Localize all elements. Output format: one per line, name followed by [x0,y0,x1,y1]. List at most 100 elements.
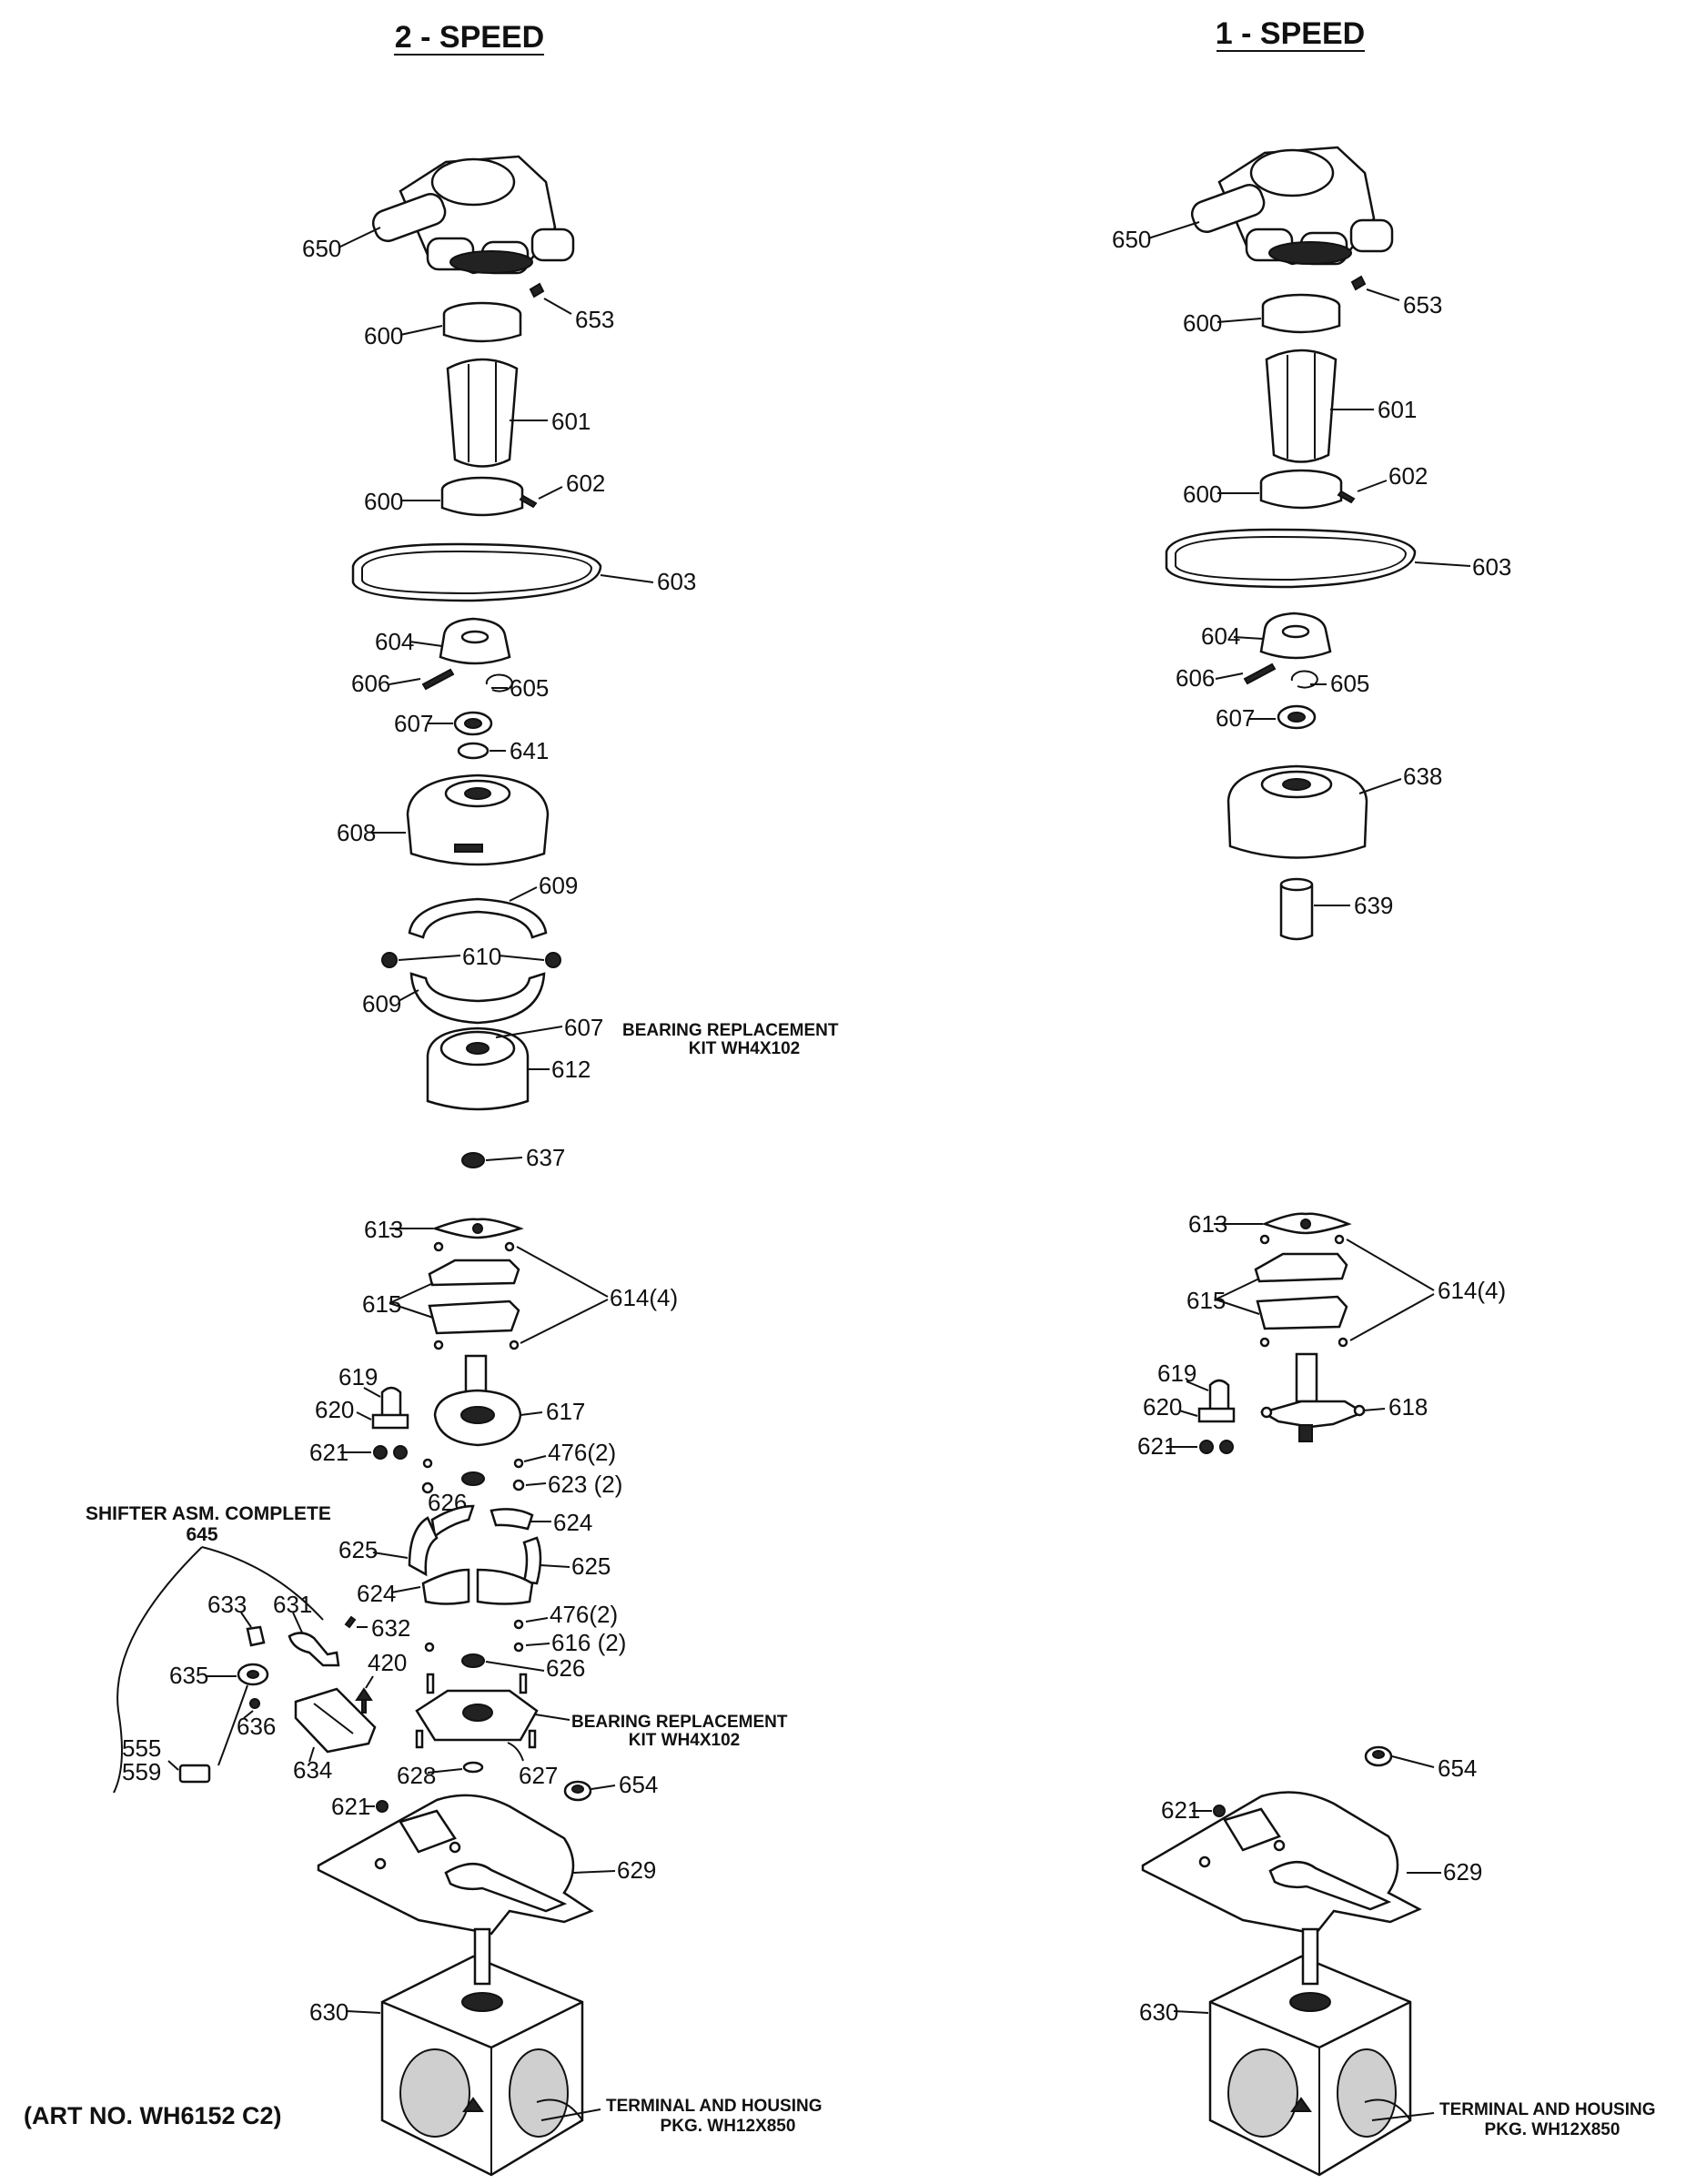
nut-637-left [461,1152,485,1168]
washer-476-c-left [513,1619,524,1630]
lever-631 [288,1632,340,1667]
shoe-624-upper-left [430,1504,534,1539]
leader-634 [308,1746,315,1763]
leader-627-left [507,1742,524,1762]
leader-625b-left [540,1564,570,1568]
label-625a-left: 625 [338,1536,378,1563]
label-606-left: 606 [351,670,390,697]
bearing-kit-2-line2: KIT WH4X102 [629,1731,740,1750]
leader-603-right [1414,561,1471,567]
spring-610-b-left [545,952,561,968]
washer-623-a-left [421,1481,434,1494]
label-601-left: 601 [551,408,591,435]
leader-420 [365,1675,374,1689]
leader-631 [292,1612,303,1633]
leader-650-left [338,227,381,248]
leader-555 [167,1760,179,1771]
leader-600a-right [1216,318,1262,323]
leader-604-left [409,641,443,647]
nut-621-b-right [1219,1440,1234,1454]
sleeve-639-right [1279,877,1314,941]
nut-654-left [563,1780,592,1802]
leader-619-left [363,1387,381,1398]
label-476a-left: 476(2) [548,1439,616,1466]
terminal-left-line2: PKG. WH12X850 [661,2117,796,2136]
label-631: 631 [273,1591,312,1618]
leader-638-right [1358,778,1402,794]
leader-615a-right [1215,1278,1260,1300]
label-610-left: 610 [462,943,501,970]
belt-603-right [1165,528,1417,589]
bearing-kit-1-line2: KIT WH4X102 [689,1039,800,1058]
leader-618-right [1362,1408,1386,1411]
label-615-right: 615 [1186,1287,1226,1314]
label-653-left: 653 [575,306,614,333]
label-638-right: 638 [1403,763,1442,790]
label-620-right: 620 [1143,1393,1182,1421]
label-605-left: 605 [510,674,549,702]
leader-614b-right [1349,1293,1435,1341]
washer-614-b-left [504,1241,515,1252]
label-606-right: 606 [1176,664,1215,692]
pump-right [1190,146,1394,266]
bracket-634 [294,1687,377,1754]
leader-terminal-left [540,2108,601,2121]
hose-601-left [446,358,519,468]
washer-614-d-right [1338,1337,1348,1348]
label-629-right: 629 [1443,1858,1482,1886]
label-641-left: 641 [510,737,549,764]
label-650-right: 650 [1112,226,1151,253]
washer-623-b-left [512,1479,525,1491]
nut-621-c-left [376,1800,389,1813]
screw-420 [355,1687,373,1714]
clamp-600-lower-right [1259,469,1343,510]
shoe-609-lower-left [409,972,546,1025]
label-613-left: 613 [364,1216,403,1243]
leader-630-left [345,2010,381,2014]
screw-602-left [519,494,538,509]
drum-638-right [1227,764,1368,859]
nut-654-right [1364,1745,1393,1767]
leader-654-right [1391,1755,1435,1768]
strap-613-left [431,1218,524,1239]
label-609a-left: 609 [539,872,578,899]
key-606-right [1243,662,1277,685]
label-633: 633 [207,1591,247,1618]
label-601-right: 601 [1378,396,1417,423]
label-609b-left: 609 [362,990,401,1017]
label-639-right: 639 [1354,892,1393,919]
label-614-right: 614(4) [1438,1277,1506,1304]
washer-614-c-left [433,1340,444,1350]
leader-604-right [1233,636,1264,640]
heading-2-speed: 2 - SPEED [395,20,544,55]
washer-614-c-right [1259,1337,1270,1348]
leader-630-right [1173,2010,1209,2014]
shifter-title-line1: SHIFTER ASM. COMPLETE [86,1503,331,1524]
label-635: 635 [169,1662,208,1689]
leader-terminal-right [1371,2112,1435,2121]
label-623-left: 623 (2) [548,1471,622,1498]
leader-653-right [1366,288,1400,301]
ubolt-619-left [380,1386,402,1415]
base-629-left [317,1794,594,1936]
label-605-right: 605 [1330,670,1369,697]
label-653-right: 653 [1403,291,1442,318]
label-621b-right: 621 [1161,1796,1200,1824]
nut-621-a-right [1199,1440,1214,1454]
label-600a-right: 600 [1183,309,1222,337]
label-617-left: 617 [546,1398,585,1425]
label-559: 559 [122,1758,161,1785]
key-606-left [421,668,455,691]
leader-609a-left [509,886,538,902]
label-612-left: 612 [551,1056,591,1083]
label-624b-left: 624 [357,1580,396,1607]
terminal-left-line1: TERMINAL AND HOUSING [606,2097,823,2116]
leader-650-right [1147,221,1200,239]
spring-610-a-left [381,952,398,968]
leader-626b-left [485,1661,545,1672]
leader-610a-left [398,955,461,961]
label-650-left: 650 [302,235,341,262]
label-626b-left: 626 [546,1654,585,1682]
belt-603-left [351,542,602,602]
